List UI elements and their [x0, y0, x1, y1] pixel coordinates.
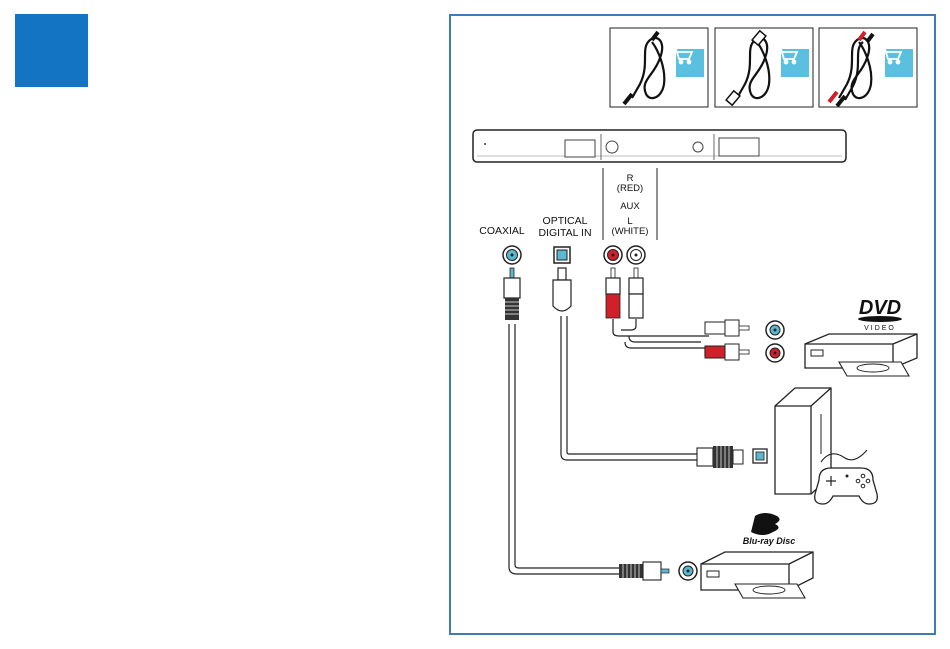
- label-aux: AUX: [620, 201, 640, 212]
- dvd-red-jack: [766, 344, 784, 362]
- diagram-frame: [450, 15, 935, 634]
- console-optical-jack: [753, 449, 767, 463]
- label-aux-white: (WHITE): [612, 226, 649, 237]
- dvd-white-jack: [766, 321, 784, 339]
- cable-coaxial-icon: [610, 28, 708, 107]
- aux-r-jack: [604, 246, 622, 264]
- bluray-coaxial-jack: [679, 562, 697, 580]
- optical-jack: [554, 247, 570, 263]
- label-coaxial: COAXIAL: [479, 225, 525, 237]
- svg-text:DVD: DVD: [859, 297, 901, 319]
- dvd-logo: DVD VIDEO: [858, 297, 902, 332]
- cable-optical-icon: [715, 28, 813, 107]
- svg-text:Blu-ray Disc: Blu-ray Disc: [743, 536, 796, 546]
- aux-l-jack: [627, 246, 645, 264]
- label-optical-line2: DIGITAL IN: [538, 227, 591, 239]
- cable-rca-icon: [819, 28, 917, 107]
- svg-text:VIDEO: VIDEO: [864, 325, 896, 332]
- step-badge: [15, 14, 88, 87]
- coaxial-jack: [503, 246, 521, 264]
- label-aux-red: (RED): [617, 183, 643, 194]
- soundbar: [473, 130, 846, 162]
- connection-diagram: COAXIAL OPTICAL DIGITAL IN R (RED) AUX L…: [449, 14, 936, 635]
- label-optical-line1: OPTICAL: [543, 215, 588, 227]
- coaxial-plug-bluray: [619, 562, 669, 580]
